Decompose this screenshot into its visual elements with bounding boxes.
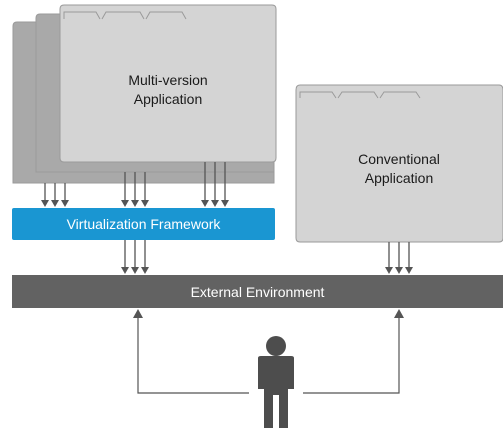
arrows-middle-folder — [121, 172, 149, 207]
right-connector-arrowhead — [394, 309, 404, 318]
arrows-front-folder — [201, 162, 229, 207]
conv-tab-3 — [379, 91, 421, 99]
conventional-app-folder — [295, 84, 503, 243]
arrow-head — [201, 200, 209, 207]
conv-folder-body — [295, 84, 503, 243]
arrows-conventional-to-env — [385, 242, 413, 274]
person-icon — [258, 336, 294, 428]
conventional-app-line1: Conventional — [358, 151, 440, 167]
multi-version-app-stack — [12, 4, 277, 184]
left-connector-arrowhead — [133, 309, 143, 318]
user-connectors — [133, 309, 404, 394]
arrow-head — [405, 267, 413, 274]
arrow-head — [131, 200, 139, 207]
arrow-head — [61, 200, 69, 207]
conventional-app-line2: Application — [364, 170, 434, 186]
virtualization-framework-label: Virtualization Framework — [66, 216, 221, 232]
conv-tab-2 — [337, 91, 379, 99]
virtualization-framework-bar — [12, 208, 275, 240]
folder-front — [59, 4, 277, 163]
arrow-head — [121, 267, 129, 274]
arrow-head — [131, 267, 139, 274]
arrow-groups — [41, 162, 413, 274]
external-environment-bar — [12, 275, 503, 308]
arrow-head — [141, 267, 149, 274]
folder-tab-1 — [63, 11, 101, 20]
multi-version-app-line2: Application — [133, 91, 203, 107]
multi-version-app-line1: Multi-version — [128, 72, 208, 88]
folder-tab-2 — [101, 11, 145, 20]
arrow-head — [211, 200, 219, 207]
conv-tab-1 — [299, 91, 337, 99]
arrows-framework-to-env — [121, 240, 149, 274]
right-connector-line — [303, 316, 400, 394]
arrow-head — [141, 200, 149, 207]
left-connector-line — [137, 316, 249, 394]
arrow-head — [121, 200, 129, 207]
arrow-head — [395, 267, 403, 274]
arrow-head — [41, 200, 49, 207]
arrow-head — [51, 200, 59, 207]
arrows-back-folder — [41, 183, 69, 207]
multi-version-app-label: Multi-version Application — [98, 71, 238, 109]
external-environment-label: External Environment — [190, 284, 325, 300]
arrow-head — [385, 267, 393, 274]
arrow-head — [221, 200, 229, 207]
folder-tab-3 — [145, 11, 187, 20]
conventional-app-label: Conventional Application — [329, 150, 469, 188]
